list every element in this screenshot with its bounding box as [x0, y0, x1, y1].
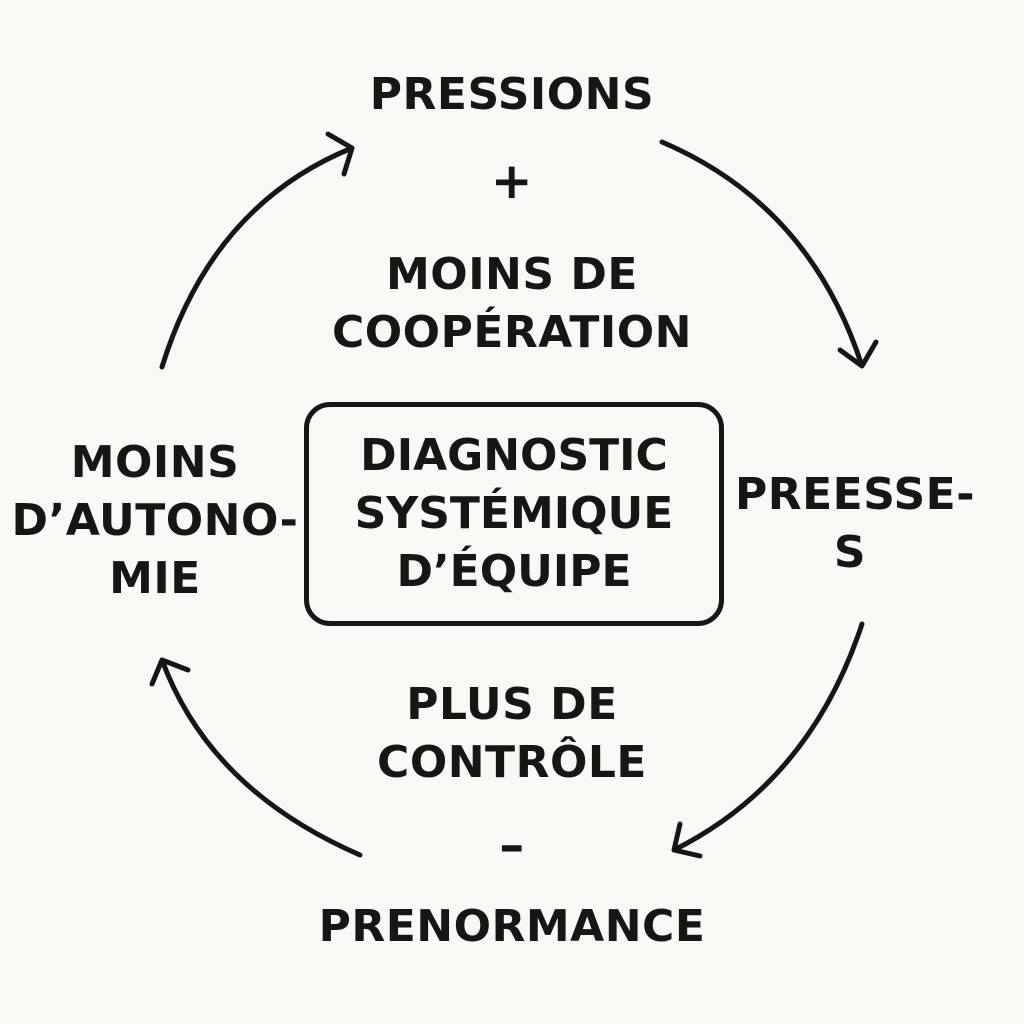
- node-preesses-line2: S: [833, 527, 867, 578]
- node-plus-de-controle: PLUS DE CONTRÔLE: [262, 676, 762, 792]
- node-plus-de-controle-line1: PLUS DE: [406, 679, 618, 730]
- center-title-line2: SYSTÉMIQUE: [354, 488, 674, 539]
- node-moins-de-cooperation: MOINS DE COOPÉRATION: [262, 246, 762, 362]
- node-preesses-line1: PREESSE-: [735, 469, 975, 520]
- node-moins-dautonomie-line3: MIE: [109, 553, 201, 604]
- bottom-right-arrow: [671, 621, 865, 859]
- center-title-line1: DIAGNOSTIC: [360, 430, 668, 481]
- node-pressions-label: PRESSIONS: [369, 69, 655, 120]
- center-title-line3: D’ÉQUIPE: [396, 546, 632, 597]
- node-pressions: PRESSIONS: [312, 66, 712, 124]
- minus-sign: –: [499, 816, 525, 874]
- node-moins-dautonomie: MOINS D’AUTONO- MIE: [10, 434, 300, 608]
- node-moins-dautonomie-line1: MOINS: [70, 437, 240, 488]
- top-left-arrow: [159, 131, 355, 370]
- node-prenormance: PRENORMANCE: [262, 898, 762, 956]
- center-box: DIAGNOSTIC SYSTÉMIQUE D’ÉQUIPE: [304, 402, 724, 626]
- node-prenormance-label: PRENORMANCE: [318, 901, 706, 952]
- bottom-left-arrow: [149, 657, 363, 858]
- top-right-arrow: [659, 139, 879, 369]
- node-moins-dautonomie-line2: D’AUTONO-: [11, 495, 299, 546]
- node-preesses: PREESSE- S: [735, 466, 975, 582]
- node-plus-de-controle-line2: CONTRÔLE: [377, 737, 647, 788]
- plus-sign: +: [490, 152, 534, 210]
- node-moins-de-cooperation-line1: MOINS DE: [386, 249, 638, 300]
- node-moins-de-cooperation-line2: COOPÉRATION: [331, 307, 693, 358]
